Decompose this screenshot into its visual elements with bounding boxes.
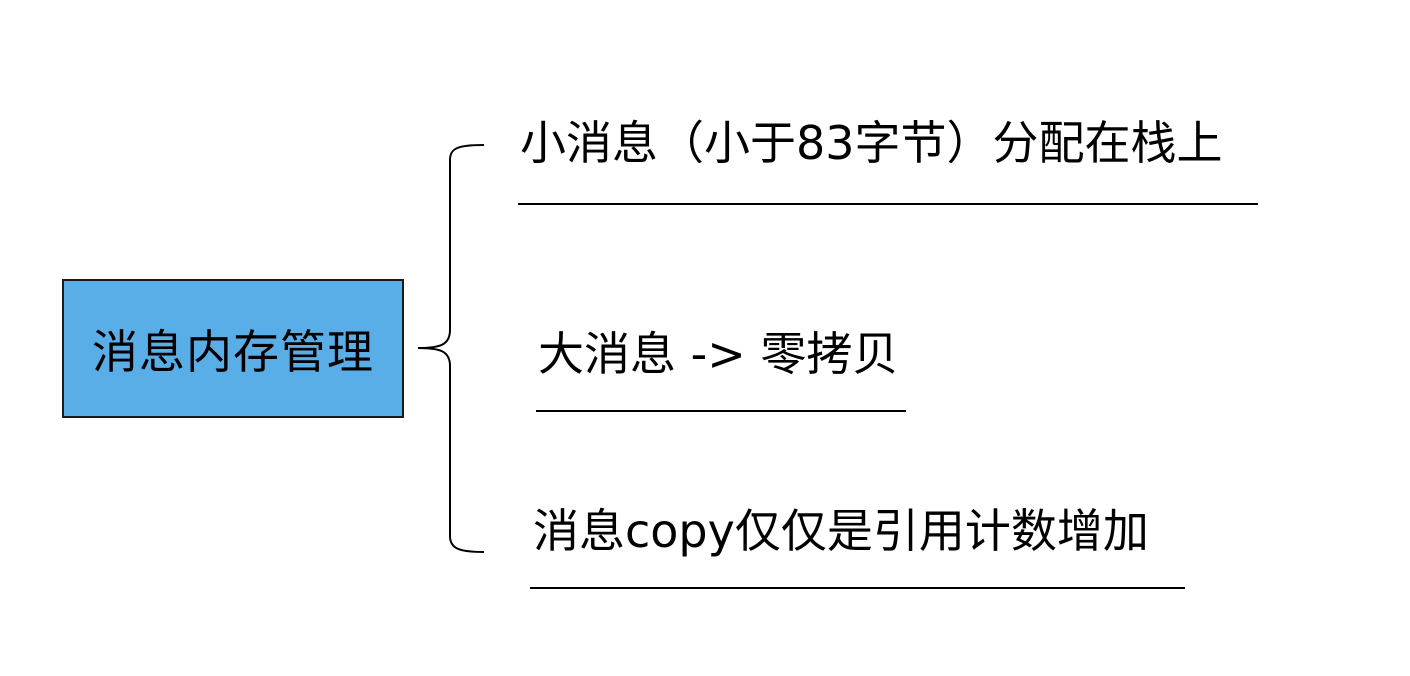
branch-node-message-copy: 消息copy仅仅是引用计数增加 bbox=[533, 504, 1149, 558]
branch-node-large-message: 大消息 -> 零拷贝 bbox=[538, 327, 899, 381]
branch-node-small-message: 小消息（小于83字节）分配在栈上 bbox=[520, 116, 1223, 170]
root-node-label: 消息内存管理 bbox=[92, 324, 374, 379]
root-node: 消息内存管理 bbox=[62, 279, 404, 418]
brace-connector bbox=[417, 144, 485, 553]
